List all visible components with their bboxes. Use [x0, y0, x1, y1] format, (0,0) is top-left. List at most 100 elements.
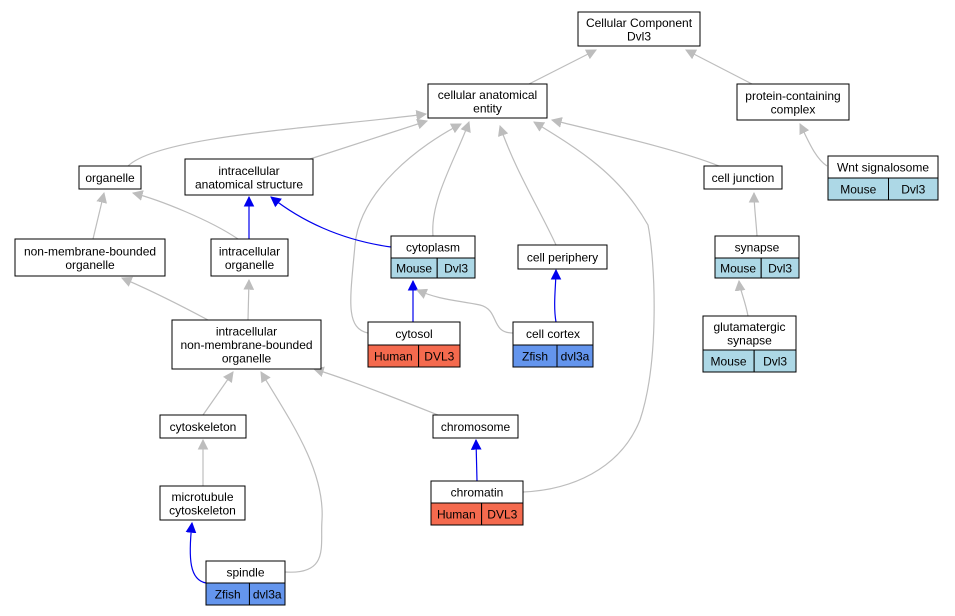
node-box	[736, 83, 850, 121]
node-label: non-membrane-bounded	[180, 338, 312, 352]
tag-cell-human	[481, 502, 524, 526]
node-box	[184, 158, 314, 196]
node-label: protein-containing	[745, 89, 840, 103]
node-inmbo[interactable]: intracellularnon-membrane-boundedorganel…	[171, 319, 322, 370]
edge-glut-to-synapse	[734, 279, 749, 317]
node-label: cell junction	[712, 171, 775, 185]
node-label: complex	[771, 102, 816, 116]
node-cell-junction[interactable]: cell junction	[703, 165, 783, 190]
tag-label: Mouse	[711, 355, 747, 369]
tag-label: Mouse	[840, 183, 876, 197]
node-box	[159, 485, 246, 521]
node-box	[703, 165, 783, 190]
tag-label: Human	[437, 508, 476, 522]
node-box	[159, 414, 247, 439]
tag-label: DVL3	[487, 508, 517, 522]
node-label: microtubule	[171, 490, 233, 504]
node-label: organelle	[85, 171, 135, 185]
edge-spindle-to-microtubule	[185, 521, 207, 584]
node-box	[210, 238, 289, 277]
node-cell-periphery[interactable]: cell periphery	[517, 244, 608, 270]
node-label: spindle	[226, 566, 264, 580]
tag-label: Dvl3	[763, 355, 787, 369]
edge-nmbo-to-organelle	[92, 191, 107, 240]
tag-label: Zfish	[215, 588, 241, 602]
tag-label: Dvl3	[768, 262, 792, 276]
tag-label: Mouse	[720, 262, 756, 276]
node-label: cellular anatomical	[438, 88, 537, 102]
node-label: cell cortex	[526, 327, 580, 341]
edge-spindle-to-inmbo	[260, 371, 323, 573]
tag-cell-mouse	[436, 257, 476, 279]
edge-layer	[92, 49, 828, 584]
node-label: anatomical structure	[195, 177, 303, 191]
node-cytoskeleton[interactable]: cytoskeleton	[159, 414, 247, 439]
node-label: glutamatergic	[713, 320, 785, 334]
node-label: cell periphery	[527, 251, 598, 265]
node-label: chromosome	[441, 420, 511, 434]
node-label: Wnt signalosome	[837, 161, 929, 175]
node-box	[517, 244, 608, 270]
edge-chromatin-to-chromosome	[470, 438, 482, 482]
node-chromosome[interactable]: chromosome	[432, 414, 519, 439]
tag-label: DVL3	[424, 350, 454, 364]
node-label: intracellular	[216, 325, 277, 339]
tag-cell-mouse	[760, 257, 800, 279]
node-label: intracellular	[219, 244, 280, 258]
edge-wnt-to-pcc	[799, 123, 828, 167]
node-label: cytoplasm	[406, 241, 460, 255]
edge-organelle-to-cae	[127, 109, 428, 167]
edge-chromatin-to-cae	[522, 121, 655, 493]
tag-label: Dvl3	[444, 262, 468, 276]
tag-label: Dvl3	[901, 183, 925, 197]
edge-cell_junction-to-cae	[550, 117, 720, 167]
node-label: intracellular	[218, 164, 279, 178]
edge-cytosol-to-cae	[350, 123, 462, 334]
edge-cytoplasm-to-cae	[432, 120, 471, 237]
node-organelle[interactable]: organelle	[78, 165, 142, 190]
node-label: Dvl3	[627, 29, 651, 43]
edge-ias-to-cae	[309, 118, 429, 160]
node-box	[432, 414, 519, 439]
node-box	[171, 319, 322, 370]
edge-cell_cortex-to-cell_periphery	[550, 268, 562, 323]
tag-cell-zfish	[556, 344, 594, 368]
tag-cell-mouse	[753, 349, 797, 373]
tag-label: dvl3a	[561, 350, 590, 364]
node-box	[78, 165, 142, 190]
tag-label: dvl3a	[253, 588, 282, 602]
node-label: organelle	[225, 258, 275, 272]
node-label: synapse	[727, 333, 772, 347]
edge-cell_periphery-to-cae	[498, 124, 557, 246]
edge-inmbo-to-io	[243, 278, 255, 321]
tag-cell-mouse	[888, 177, 939, 201]
edge-synapse-to-cell_junction	[748, 191, 760, 237]
tag-label: Zfish	[522, 350, 548, 364]
node-label: chromatin	[451, 486, 504, 500]
tag-label: Human	[374, 350, 413, 364]
edge-chromosome-to-inmbo	[312, 366, 439, 416]
edge-cytoplasm-to-ias	[270, 196, 392, 248]
node-box	[14, 238, 166, 277]
edge-pcc-to-cc_dvl3	[685, 49, 753, 85]
node-label: organelle	[65, 258, 115, 272]
node-label: entity	[473, 101, 502, 115]
edge-io-to-organelle	[131, 190, 239, 240]
